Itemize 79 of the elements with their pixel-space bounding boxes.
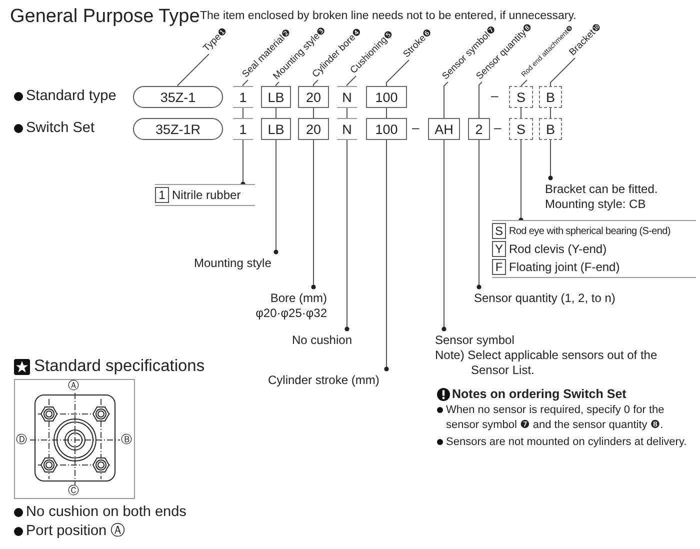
option-description: Rod eye with spherical bearing (S-end) bbox=[509, 226, 670, 236]
option-code: 1 bbox=[155, 187, 169, 203]
description-text: Bore (mm) bbox=[269, 291, 327, 306]
leader-line bbox=[444, 82, 448, 118]
leader-line bbox=[242, 80, 248, 86]
code-box: 20 bbox=[298, 86, 329, 108]
model-code-box: 35Z-1R bbox=[133, 118, 223, 140]
bullet-text: No cushion on both ends bbox=[26, 504, 186, 522]
description-text: Sensor symbol bbox=[435, 333, 516, 348]
code-box: LB bbox=[261, 86, 291, 108]
optional-code-box: B bbox=[539, 86, 562, 108]
option-description: Rod clevis (Y-end) bbox=[509, 242, 607, 256]
leader-line bbox=[242, 108, 244, 118]
leader-line bbox=[442, 140, 446, 332]
leader-line bbox=[548, 140, 553, 180]
code-box: 2 bbox=[468, 118, 490, 140]
option-table bbox=[492, 220, 696, 278]
section-heading: Notes on ordering Switch Set bbox=[452, 386, 626, 402]
section-heading: Standard specifications bbox=[34, 356, 205, 376]
leader-line bbox=[276, 82, 280, 86]
separator-dash: – bbox=[412, 119, 420, 136]
bullet-text: Sensors are not mounted on cylinders at delivery. bbox=[446, 435, 687, 450]
code-box: LB bbox=[261, 118, 291, 140]
leader-line bbox=[518, 140, 524, 222]
leader-line bbox=[550, 58, 576, 86]
option-code: Y bbox=[492, 241, 506, 257]
leader-line bbox=[344, 140, 350, 332]
note-text: The item enclosed by broken line needs not to be entered, if unnecessary. bbox=[200, 9, 576, 24]
bullet-text: Switch Set bbox=[26, 120, 94, 138]
option-code: S bbox=[492, 223, 506, 239]
leader-line bbox=[311, 140, 316, 290]
code-value: 1 bbox=[233, 118, 253, 140]
port-mark: Ⓑ bbox=[121, 433, 132, 448]
port-mark: Ⓒ bbox=[68, 484, 79, 499]
leader-line bbox=[178, 54, 210, 86]
description-text: Sensor quantity (1, 2, to n) bbox=[474, 287, 664, 306]
code-value: 1 bbox=[233, 86, 253, 108]
leader-line bbox=[346, 76, 356, 86]
option-description: Nitrile rubber bbox=[172, 188, 241, 202]
note-text: Note) Select applicable sensors out of the Sensor List. bbox=[435, 348, 658, 378]
option-code: F bbox=[492, 259, 506, 275]
code-box: AH bbox=[428, 118, 460, 140]
leader-line bbox=[346, 108, 348, 118]
leader-line bbox=[384, 140, 389, 372]
description-text: No cushion bbox=[280, 329, 352, 348]
leader-line bbox=[313, 108, 314, 118]
leader-line bbox=[476, 140, 482, 290]
optional-code-box: S bbox=[509, 86, 533, 108]
code-box: 20 bbox=[298, 118, 329, 140]
leader-line bbox=[313, 80, 318, 86]
bullet-text: When no sensor is required, specify 0 for the sensor symbol ❼ and the sensor quantity ❽. bbox=[446, 403, 666, 433]
leader-line bbox=[520, 108, 522, 118]
leader-line bbox=[274, 140, 278, 254]
separator-dash: – bbox=[491, 87, 498, 104]
port-mark: Ⓐ bbox=[68, 379, 79, 394]
page-title: General Purpose Type bbox=[10, 6, 200, 28]
leader-line bbox=[386, 108, 387, 118]
description-text: Cylinder stroke (mm) bbox=[268, 369, 396, 388]
option-table bbox=[155, 184, 255, 206]
model-code-box: 35Z-1 bbox=[133, 86, 223, 108]
leader-line bbox=[550, 108, 551, 118]
port-mark: Ⓓ bbox=[16, 433, 27, 448]
option-description: Floating joint (F-end) bbox=[509, 260, 620, 274]
leader-line bbox=[240, 140, 246, 186]
code-value: N bbox=[337, 118, 357, 140]
leader-line bbox=[386, 60, 410, 86]
optional-code-box: S bbox=[509, 118, 533, 140]
leader-line bbox=[520, 80, 528, 86]
optional-code-box: B bbox=[539, 118, 562, 140]
leader-line bbox=[478, 82, 482, 118]
bullet-text: Port position Ⓐ bbox=[26, 523, 126, 540]
note-text: φ20·φ25·φ32 bbox=[254, 306, 327, 321]
separator-dash: – bbox=[494, 119, 502, 136]
code-box: 100 bbox=[366, 118, 407, 140]
code-value: N bbox=[337, 86, 357, 108]
bullet-text: Standard type bbox=[26, 88, 116, 106]
description-text: Mounting style bbox=[194, 252, 289, 271]
description-text: Bracket can be fitted. Mounting style: CB bbox=[545, 178, 695, 212]
code-box: 100 bbox=[366, 86, 407, 108]
